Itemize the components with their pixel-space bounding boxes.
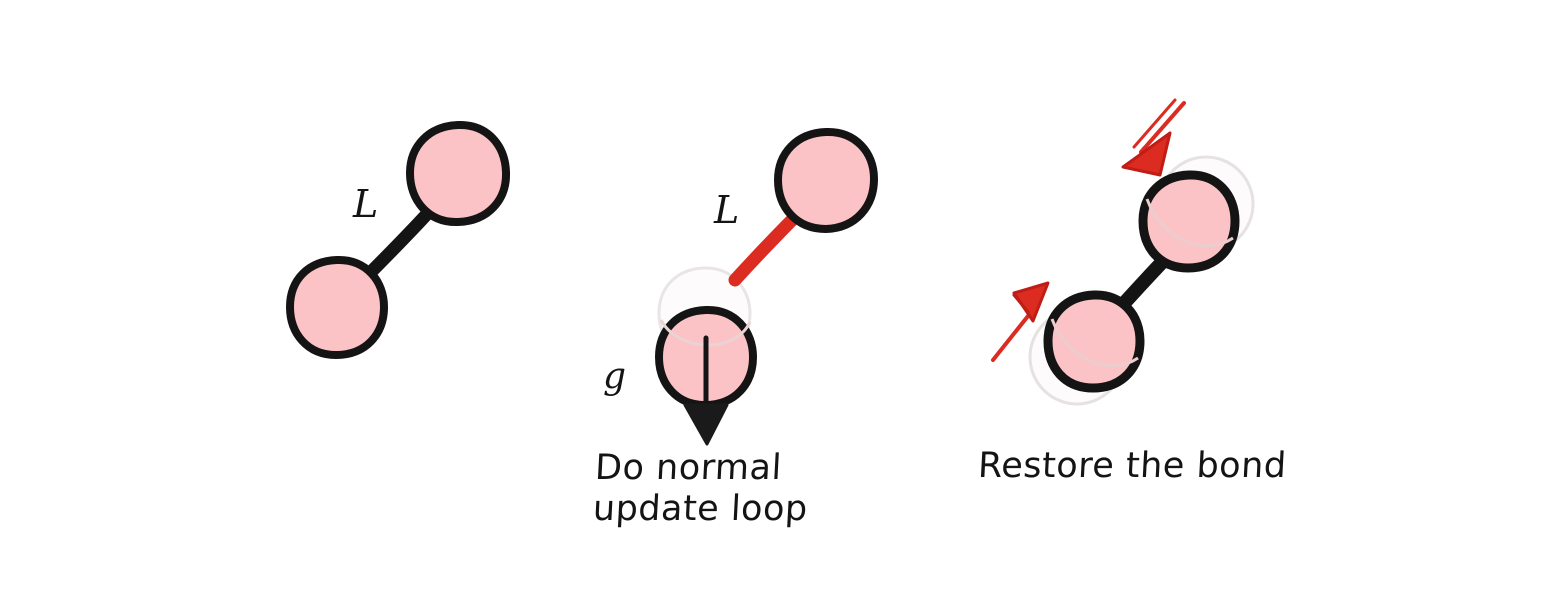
panel-update <box>655 127 878 446</box>
correction-arrow-bottom <box>991 281 1050 362</box>
ball-top-overlap-arc <box>1145 198 1234 248</box>
ball-bottom-rest <box>286 255 388 359</box>
gravity-arrow-head <box>683 403 729 446</box>
length-label-panel-rest: L <box>353 182 379 226</box>
length-label-panel-update: L <box>714 188 740 232</box>
caption-update-loop: Do normal update loop <box>591 448 809 530</box>
panel-rest <box>286 120 511 359</box>
ball-top-restore <box>1138 170 1240 273</box>
correction-arrow-top <box>1121 98 1186 177</box>
caption-restore-bond: Restore the bond <box>976 446 1288 486</box>
panel-restore <box>991 98 1255 406</box>
gravity-label: g <box>603 356 627 397</box>
ball-bottom-restore <box>1043 290 1145 393</box>
bond-stretched <box>728 207 805 287</box>
ball-bottom-overlap-arc <box>1050 318 1139 368</box>
ball-top-rest <box>406 120 511 227</box>
ball-top-update <box>774 127 878 233</box>
